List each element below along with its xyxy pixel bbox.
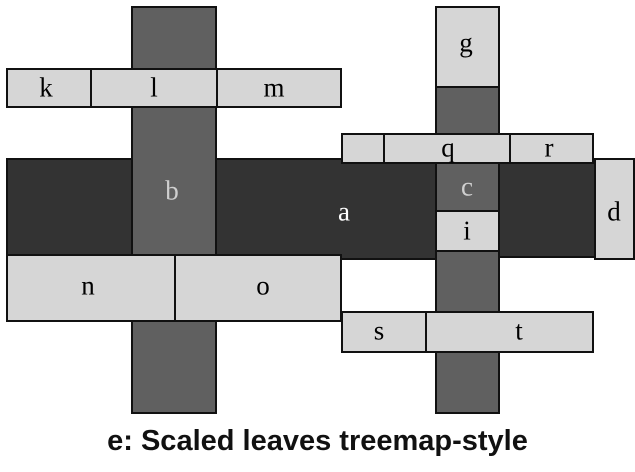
label-m: m bbox=[263, 72, 285, 103]
label-g: g bbox=[459, 27, 473, 58]
label-n: n bbox=[81, 270, 95, 301]
label-r: r bbox=[544, 132, 554, 163]
node-q bbox=[383, 133, 511, 164]
node-i bbox=[435, 210, 500, 252]
label-b: b bbox=[165, 175, 179, 206]
node-s bbox=[341, 311, 427, 353]
label-a: a bbox=[338, 196, 350, 227]
node-c-lower bbox=[435, 250, 500, 314]
node-b-bottom bbox=[131, 320, 217, 414]
node-c-upper bbox=[435, 86, 500, 136]
label-l: l bbox=[150, 72, 158, 103]
label-k: k bbox=[39, 72, 53, 103]
label-o: o bbox=[256, 270, 270, 301]
node-o bbox=[174, 254, 342, 322]
figure-caption: e: Scaled leaves treemap-style bbox=[107, 425, 528, 457]
label-q: q bbox=[441, 132, 455, 163]
label-s: s bbox=[373, 315, 385, 346]
node-d bbox=[594, 158, 635, 260]
node-b-top bbox=[131, 6, 217, 70]
node-g bbox=[435, 6, 500, 88]
node-k bbox=[6, 68, 92, 108]
node-t bbox=[425, 311, 594, 353]
node-c bbox=[435, 162, 500, 212]
node-a-right bbox=[498, 162, 596, 258]
label-c: c bbox=[461, 171, 473, 202]
node-b bbox=[131, 106, 217, 258]
label-t: t bbox=[515, 315, 523, 346]
label-i: i bbox=[463, 215, 471, 246]
node-a-left bbox=[6, 158, 136, 256]
node-m bbox=[216, 68, 342, 108]
node-q-left bbox=[341, 133, 385, 164]
node-r bbox=[509, 133, 594, 164]
label-d: d bbox=[607, 196, 621, 227]
node-a bbox=[214, 158, 438, 260]
node-c-bottom bbox=[435, 350, 500, 414]
